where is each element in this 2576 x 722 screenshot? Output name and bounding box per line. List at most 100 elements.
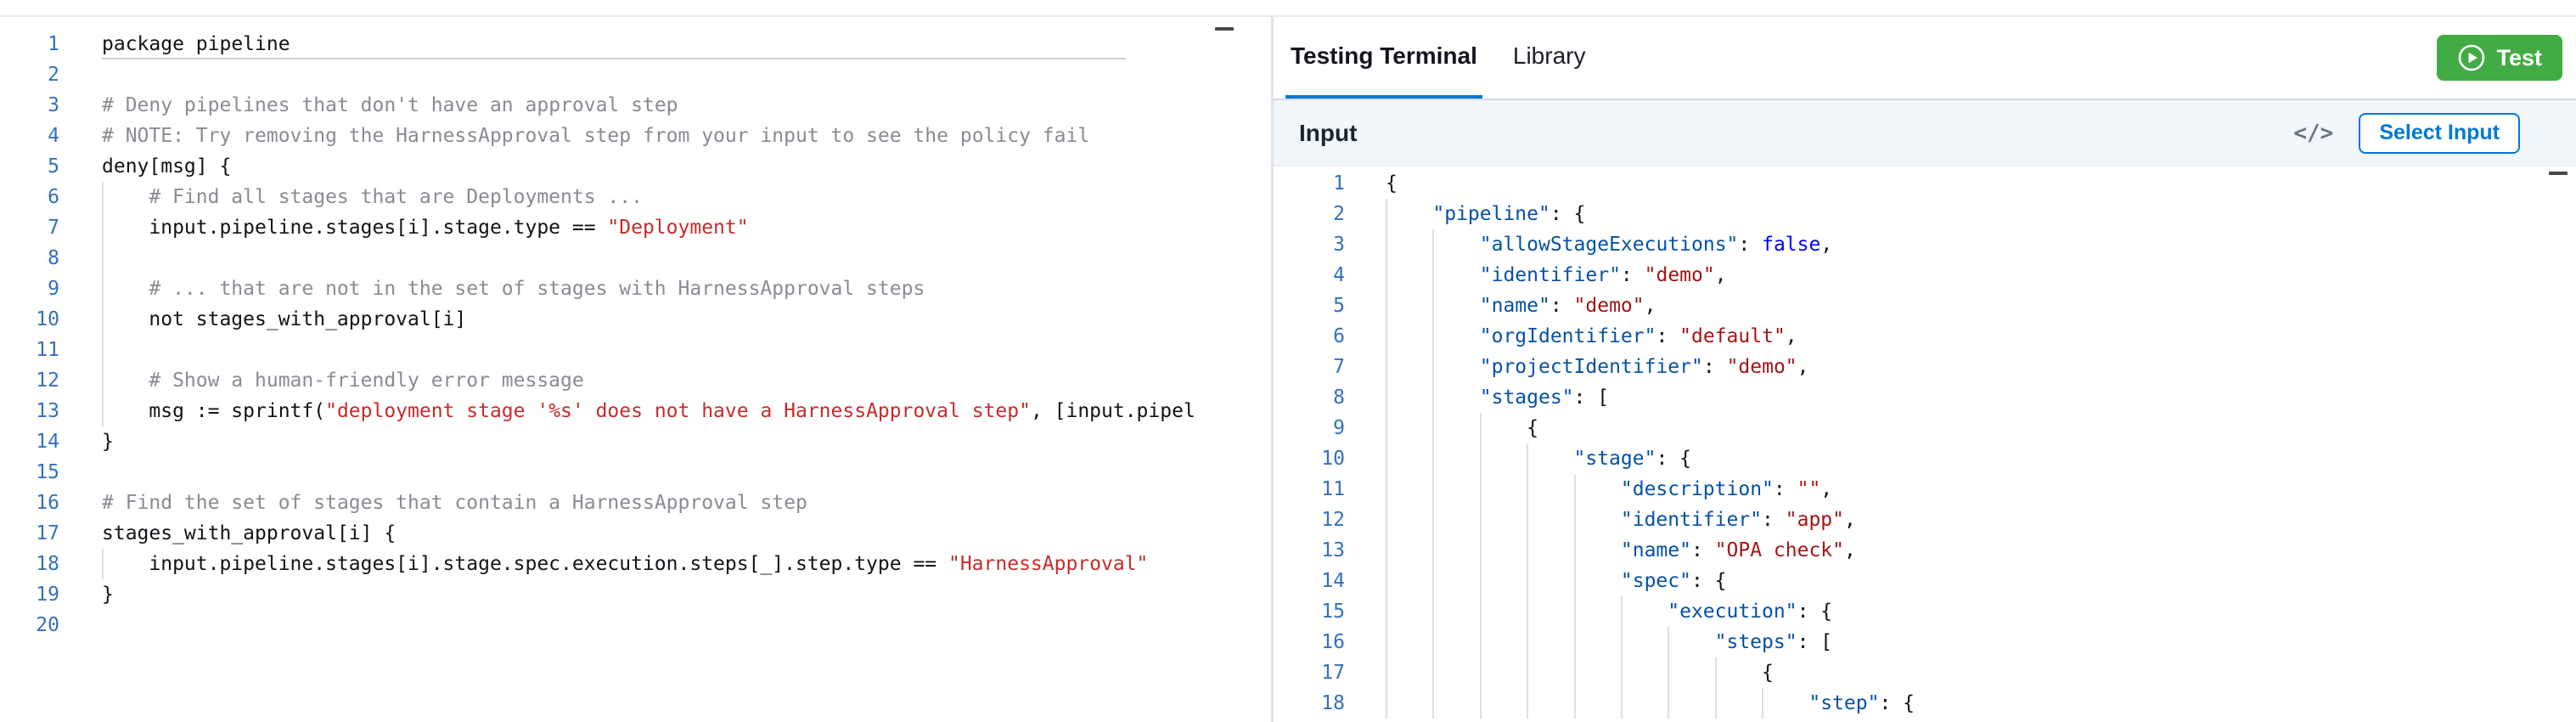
code-line[interactable]: 11 [0, 335, 1271, 365]
code-line[interactable]: 16"steps": [ [1274, 627, 2576, 657]
code-line[interactable]: 17{ [1274, 657, 2576, 688]
code-line[interactable]: 1{ [1274, 168, 2576, 199]
token-comment: # Show a human-friendly error message [149, 369, 584, 392]
code-text: "spec": { [1386, 566, 1727, 596]
indent-guide [1432, 290, 1479, 321]
indent-guide [1527, 657, 1573, 688]
tab-testing-terminal[interactable]: Testing Terminal [1285, 17, 1482, 99]
indent-guide [1479, 443, 1527, 474]
token-string: "deployment stage '%s' does not have a H… [325, 400, 1031, 422]
code-text: { [1386, 168, 1398, 199]
indent-guide [1762, 688, 1808, 719]
indent-guide [1479, 627, 1527, 657]
input-json-editor[interactable]: 1{2"pipeline": {3"allowStageExecutions":… [1274, 166, 2576, 722]
select-input-button[interactable]: Select Input [2359, 112, 2520, 154]
code-line[interactable]: 6# Find all stages that are Deployments … [0, 182, 1271, 212]
code-line[interactable]: 14 "spec": { [1274, 566, 2576, 596]
code-line[interactable]: 10"stage": { [1274, 443, 2576, 474]
code-text: not stages_with_approval[i] [102, 304, 466, 335]
token-plain: } [102, 431, 114, 453]
indent-guide [102, 335, 149, 365]
code-line[interactable]: 8"stages": [ [1274, 382, 2576, 413]
code-line[interactable]: 9# ... that are not in the set of stages… [0, 274, 1271, 304]
line-number: 17 [36, 522, 59, 544]
indent-guide [1432, 229, 1479, 260]
code-line[interactable]: 13"name": "OPA check", [1274, 535, 2576, 566]
code-line[interactable]: 2"pipeline": { [1274, 199, 2576, 229]
line-number: 3 [1333, 234, 1345, 256]
code-line[interactable]: 20 [0, 610, 1271, 640]
code-view-icon[interactable]: </> [2293, 120, 2334, 146]
code-line[interactable]: 18"step": { [1274, 688, 2576, 719]
token-punct: : [ [1797, 631, 1833, 653]
tab-library[interactable]: Library [1508, 17, 1591, 99]
token-punct: , [1844, 539, 1856, 561]
line-number: 15 [1321, 601, 1345, 623]
code-line[interactable]: 19} [0, 579, 1271, 610]
token-punct: : { [1879, 692, 1915, 714]
code-text: # ... that are not in the set of stages … [102, 274, 925, 304]
code-text: { [1386, 413, 1538, 443]
indent-guide [1386, 505, 1432, 535]
code-text: # Deny pipelines that don't have an appr… [102, 90, 678, 121]
line-number: 16 [36, 492, 59, 514]
indent-guide [1620, 627, 1668, 657]
code-line[interactable]: 8 [0, 243, 1271, 274]
indent-guide [1573, 535, 1621, 566]
code-line[interactable]: 2 [0, 59, 1271, 90]
code-line[interactable]: 7"projectIdentifier": "demo", [1274, 352, 2576, 382]
line-number: 9 [1333, 417, 1345, 439]
code-line[interactable]: 4# NOTE: Try removing the HarnessApprova… [0, 121, 1271, 151]
code-line[interactable]: 4"identifier": "demo", [1274, 260, 2576, 290]
token-punct: { [1527, 417, 1538, 439]
code-line[interactable]: 15 [0, 457, 1271, 488]
token-key: "execution" [1668, 601, 1797, 623]
token-key: "steps" [1714, 631, 1797, 653]
indent-guide [1527, 627, 1573, 657]
input-toolbar: Input </> Select Input [1274, 100, 2576, 166]
indent-guide [1386, 443, 1432, 474]
token-punct: , [1714, 264, 1727, 286]
test-button[interactable]: Test [2437, 35, 2562, 81]
indent-guide [1432, 443, 1479, 474]
code-line[interactable]: 5"name": "demo", [1274, 290, 2576, 321]
code-line[interactable]: 12"identifier": "app", [1274, 505, 2576, 535]
indent-guide [1668, 657, 1714, 688]
line-number: 14 [1321, 570, 1345, 592]
pane-divider[interactable] [1271, 17, 1274, 722]
line-number: 4 [1333, 264, 1345, 286]
code-line[interactable]: 3# Deny pipelines that don't have an app… [0, 90, 1271, 121]
indent-guide [1479, 505, 1527, 535]
indent-guide [1386, 229, 1432, 260]
code-text: "step": { [1386, 688, 1915, 719]
line-number: 8 [48, 247, 59, 269]
indent-guide [1527, 566, 1573, 596]
code-line[interactable]: 14} [0, 426, 1271, 457]
code-line[interactable]: 16# Find the set of stages that contain … [0, 488, 1271, 518]
indent-guide [1573, 627, 1621, 657]
indent-guide [1620, 596, 1668, 627]
line-number: 19 [36, 584, 59, 606]
code-line[interactable]: 11"description": "", [1274, 474, 2576, 505]
code-line[interactable]: 3"allowStageExecutions": false, [1274, 229, 2576, 260]
indent-guide [1386, 413, 1432, 443]
code-text: "stages": [ [1386, 382, 1609, 413]
indent-guide [1386, 290, 1432, 321]
code-line[interactable]: 15"execution": { [1274, 596, 2576, 627]
code-line[interactable]: 6"orgIdentifier": "default", [1274, 321, 2576, 352]
token-punct: : [1762, 509, 1786, 531]
indent-guide [1432, 596, 1479, 627]
code-line[interactable]: 12# Show a human-friendly error message [0, 365, 1271, 396]
indent-guide [102, 243, 149, 274]
code-line[interactable]: 9{ [1274, 413, 2576, 443]
indent-guide [1432, 413, 1479, 443]
token-punct: , [1797, 356, 1809, 378]
